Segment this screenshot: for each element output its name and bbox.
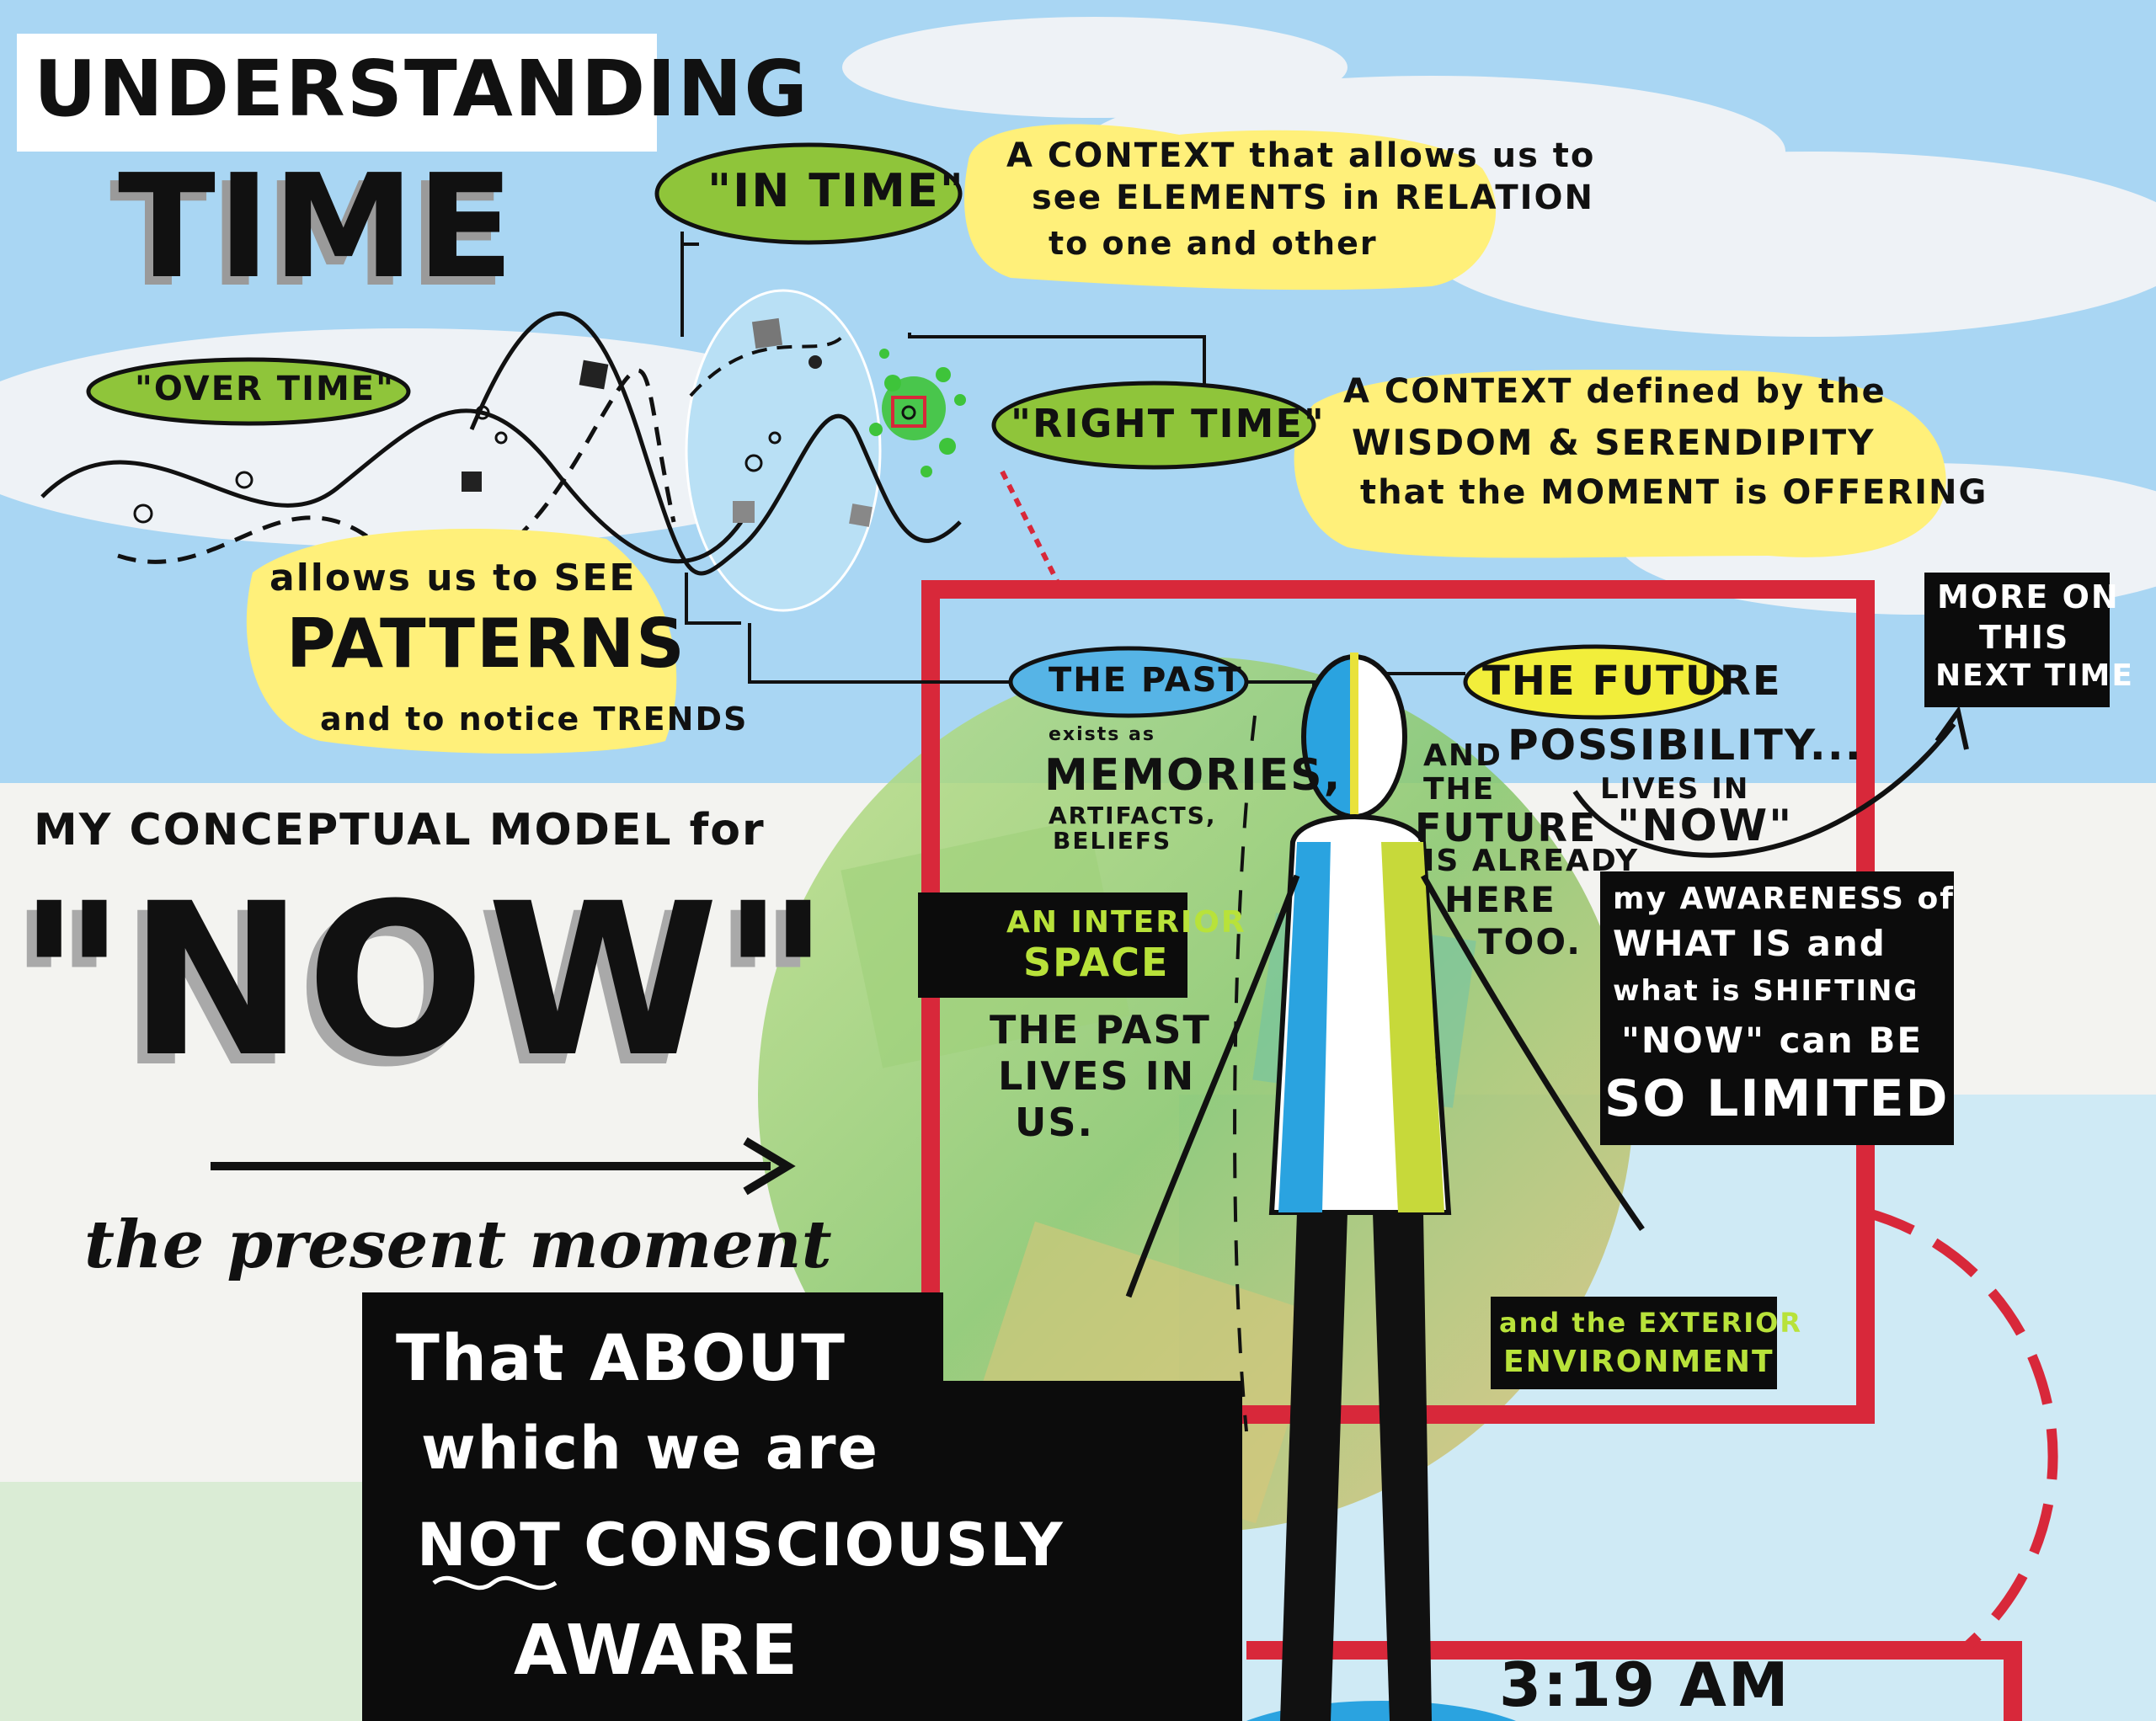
future-arrow (1572, 722, 1956, 858)
awareness-line-4: "NOW" can BE (1621, 1020, 1924, 1061)
not-underline (432, 1575, 558, 1590)
right-time-focus-box (891, 396, 926, 428)
right-time-oval (991, 381, 1316, 470)
title-backdrop (17, 34, 657, 152)
more-box-bg (1924, 573, 2110, 707)
patterns-caption-2: PATTERNS (286, 605, 686, 683)
title-time: TIME (118, 144, 516, 311)
figure-dashed-aura (1233, 715, 1257, 1432)
body-blue (1278, 842, 1331, 1212)
future-lives-in: LIVES IN (1600, 772, 1750, 806)
over-time-label: "OVER TIME" (135, 370, 395, 408)
exterior-box-bg (1491, 1297, 1777, 1389)
more-box-line-1: MORE ON (1937, 578, 2120, 615)
yellow-notes (246, 124, 1946, 754)
past-label: THE PAST (1049, 661, 1243, 700)
right-time-desc-1: A CONTEXT defined by the (1343, 372, 1886, 411)
future-already-2: THE (1423, 772, 1496, 807)
awareness-line-1: my AWARENESS of (1613, 882, 1955, 916)
left-leg (1280, 1212, 1348, 1721)
future-label: THE FUTURE (1482, 658, 1782, 705)
person-figure (1125, 653, 1645, 1721)
interior-line-1: AN INTERIOR (1006, 905, 1246, 940)
future-already-1: AND (1423, 738, 1502, 773)
future-already-3: FUTURE (1415, 805, 1598, 850)
past-beliefs: BELIEFS (1053, 827, 1172, 855)
awareness-box-bg (1600, 871, 1954, 1145)
patterns-caption-1: allows us to SEE (270, 557, 637, 599)
cloud (842, 17, 1348, 118)
in-time-note (964, 124, 1497, 290)
awareness-line-3: what is SHIFTING (1613, 974, 1919, 1008)
past-lives-2: LIVES IN (998, 1053, 1196, 1099)
wave-circles (133, 405, 782, 524)
future-already-5: HERE (1444, 879, 1556, 920)
connectors (680, 232, 1465, 699)
dashed-wave (117, 368, 676, 572)
left-arm (1125, 874, 1300, 1298)
in-time-desc-1: A CONTEXT that allows us to (1006, 136, 1596, 175)
right-leg (1373, 1212, 1432, 1721)
in-time-desc-3: to one and other (1049, 225, 1378, 262)
awareness-line-5: SO LIMITED (1604, 1069, 1950, 1128)
over-time-oval (86, 357, 411, 426)
dashed-wave-inner (689, 335, 844, 397)
right-time-label: "RIGHT TIME" (1011, 401, 1326, 446)
right-time-note (1294, 370, 1946, 558)
red-dotted-pointer (1000, 470, 1059, 583)
past-memories: MEMORIES, (1044, 750, 1342, 801)
in-time-wave (469, 312, 962, 576)
present-moment-subtitle: the present moment (84, 1207, 832, 1283)
time-stamp: 3:19 AM (1499, 1649, 1790, 1720)
not-aware-box-bg (362, 1292, 1242, 1721)
past-lives-3: US. (1015, 1100, 1094, 1145)
in-time-label: "IN TIME" (707, 164, 965, 217)
more-box-line-2: THIS (1979, 619, 2070, 656)
more-box-line-3: NEXT TIME (1935, 658, 2134, 693)
future-arrow-head (1935, 705, 1969, 750)
now-arrow-head (743, 1137, 796, 1196)
model-heading: MY CONCEPTUAL MODEL for (34, 805, 766, 855)
right-time-desc-3: that the MOMENT is OFFERING (1360, 473, 1988, 512)
future-already-6: TOO. (1478, 921, 1582, 962)
exterior-line-2: ENVIRONMENT (1503, 1345, 1774, 1379)
exterior-line-1: and the EXTERIOR (1499, 1307, 1802, 1339)
right-arm (1420, 874, 1645, 1232)
focus-dot (901, 405, 916, 420)
not-aware-line-1: That ABOUT (396, 1320, 846, 1395)
past-artifacts: ARTIFACTS, (1049, 802, 1217, 829)
right-time-desc-2: WISDOM & SERENDIPITY (1352, 422, 1876, 463)
now-headline: "NOW" (17, 858, 833, 1103)
cloud (1423, 152, 2156, 337)
in-time-oval (654, 142, 963, 245)
future-already-4: IS ALREADY (1423, 844, 1640, 878)
interior-box-bg (918, 892, 1187, 998)
past-lives-1: THE PAST (990, 1007, 1211, 1052)
red-frame-lower (1246, 1641, 2022, 1721)
title-understanding: UNDERSTANDING (34, 44, 809, 134)
body-lime (1381, 842, 1444, 1212)
future-possibility: POSSIBILITY... (1508, 721, 1863, 770)
patterns-note (246, 529, 677, 754)
patterns-caption-3: and to notice TRENDS (320, 701, 749, 738)
awareness-line-2: WHAT IS and (1613, 923, 1886, 964)
over-time-wave (40, 408, 744, 564)
future-oval (1463, 644, 1729, 720)
not-aware-line-2: which we are (421, 1414, 879, 1483)
future-now: "NOW" (1617, 801, 1794, 851)
not-aware-line-4: AWARE (514, 1611, 800, 1691)
wave-markers (462, 317, 873, 527)
interior-line-2: SPACE (1023, 940, 1170, 985)
in-time-desc-2: see ELEMENTS in RELATION (1032, 178, 1594, 217)
not-aware-line-3: NOT CONSCIOUSLY (417, 1511, 1065, 1580)
in-time-circle (685, 289, 882, 612)
red-dashed-arc (1864, 1207, 2058, 1654)
past-exists: exists as (1049, 724, 1155, 745)
past-oval (1008, 646, 1249, 718)
